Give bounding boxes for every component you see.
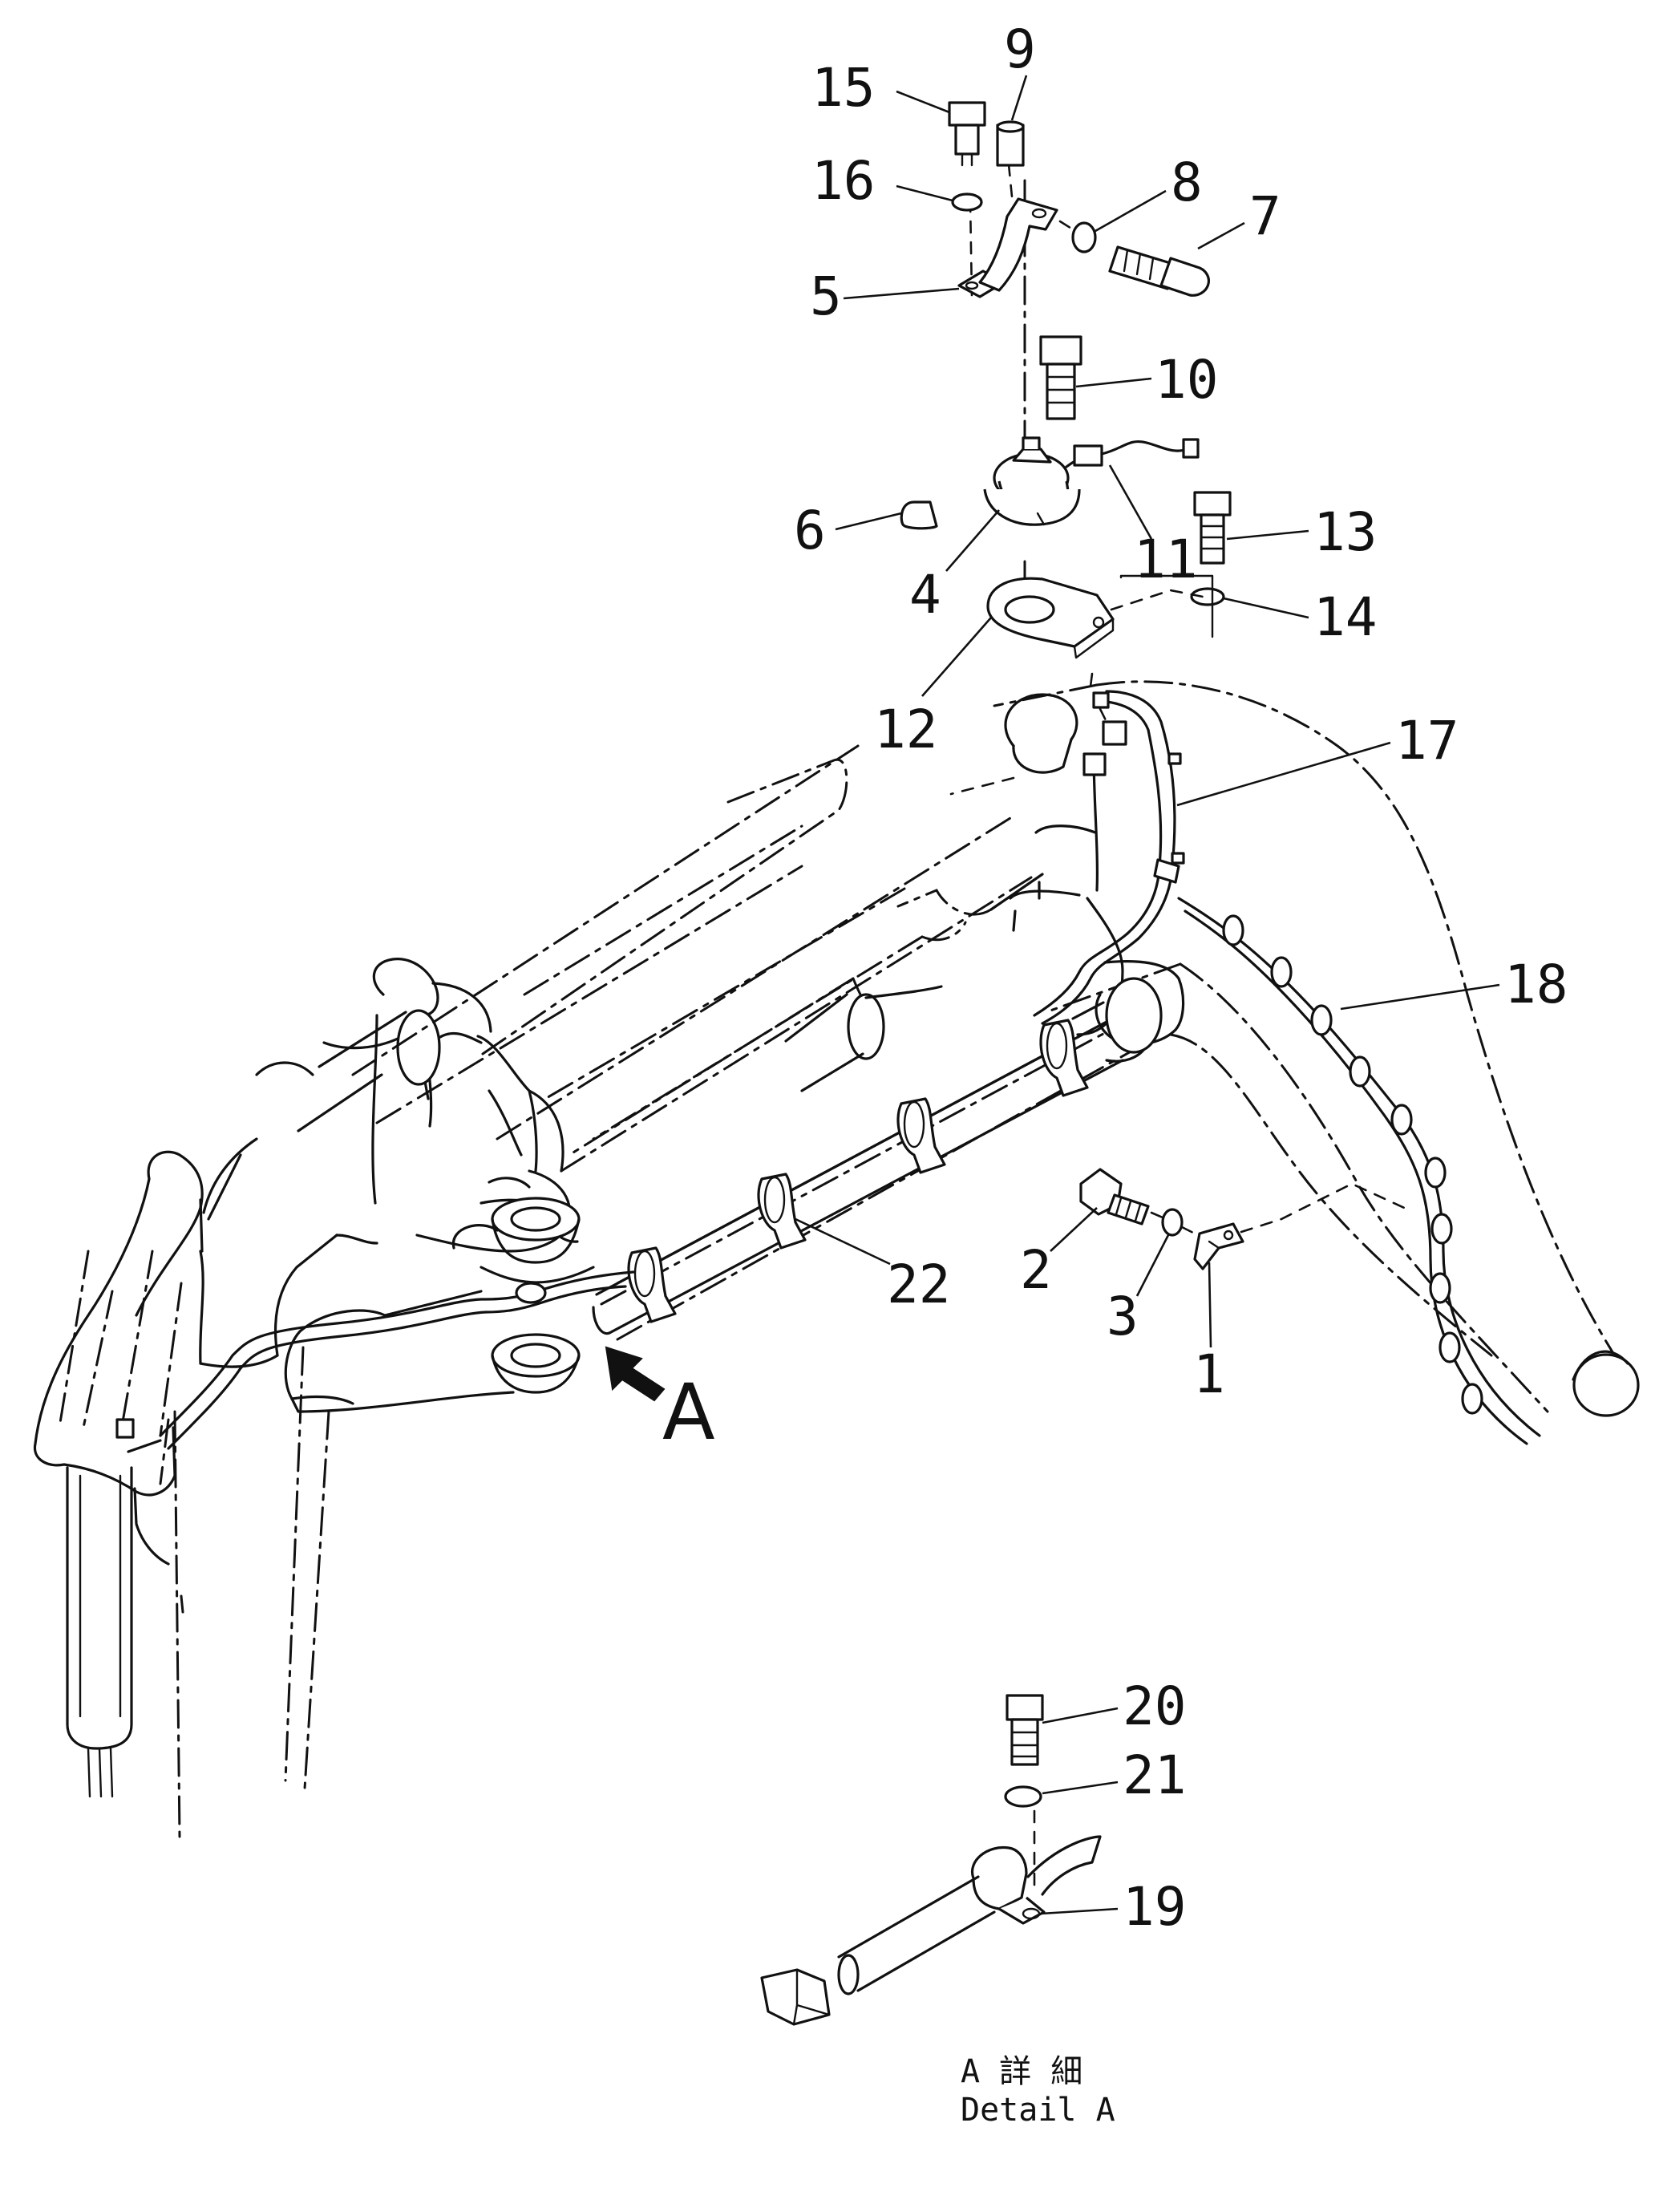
callout-20: 20: [1123, 1675, 1186, 1737]
harness-18: [1177, 897, 1541, 1445]
callout-10: 10: [1155, 349, 1218, 411]
callouts: 15 9 16 8 7 5 10 6 11 13 4 14 12 17 18 2…: [794, 18, 1568, 1938]
callout-4: 4: [909, 564, 941, 626]
washer-8: [1071, 221, 1097, 253]
clamp-22-b: [896, 1097, 946, 1174]
bolt-15: [948, 101, 986, 167]
callout-11: 11: [1134, 529, 1197, 590]
callout-21: 21: [1123, 1744, 1186, 1806]
callout-2: 2: [1020, 1239, 1052, 1301]
clamp-22-d: [627, 1246, 677, 1323]
bracket-assembly: [1079, 1168, 1413, 1270]
pin-9: [996, 120, 1025, 167]
callout-6: 6: [794, 500, 826, 561]
clamp-19: [970, 1845, 1046, 1925]
bolt-13: [1193, 491, 1232, 565]
callout-9: 9: [1004, 18, 1036, 80]
connector-detail: [760, 1968, 831, 2026]
working-lamp-4: [983, 436, 1081, 526]
clamp-22-a: [1039, 1019, 1089, 1097]
callout-19: 19: [1123, 1876, 1186, 1938]
callout-8: 8: [1171, 152, 1203, 213]
detail-a: [760, 1694, 1102, 2026]
bolt-10: [1039, 335, 1082, 420]
rubber-6: [900, 500, 938, 530]
harness-tube-detail: [837, 1875, 996, 1995]
harness-11: [1065, 438, 1200, 468]
boom-lower-body: [1071, 960, 1185, 1063]
callout-5: 5: [810, 265, 842, 327]
washer-16: [951, 192, 983, 212]
callout-1: 1: [1193, 1343, 1225, 1405]
callout-13: 13: [1313, 501, 1377, 563]
bolt-7: [1108, 245, 1211, 297]
washer-3: [1161, 1208, 1184, 1237]
callout-22: 22: [887, 1254, 950, 1315]
callout-15: 15: [811, 57, 875, 119]
detail-caption: A 詳 細 Detail A: [961, 2053, 1115, 2129]
callout-16: 16: [811, 150, 875, 212]
detail-caption-en: Detail A: [961, 2092, 1115, 2129]
view-arrow-label: A: [662, 1367, 715, 1457]
plate-12: [986, 577, 1115, 659]
washer-21: [1004, 1785, 1042, 1808]
harness-front: [115, 1270, 635, 1453]
arm-pipe: [592, 1020, 1124, 1335]
washer-14: [1190, 587, 1225, 606]
callout-3: 3: [1107, 1286, 1139, 1347]
bolt-20: [1006, 1694, 1044, 1766]
callout-17: 17: [1395, 710, 1459, 772]
callout-18: 18: [1504, 954, 1568, 1015]
boom-upper-body: [949, 693, 1124, 1036]
callout-7: 7: [1249, 185, 1281, 247]
hidden-lines: [351, 744, 1493, 1357]
clamp-22-c: [757, 1173, 807, 1250]
boom-outline: [993, 680, 1640, 1417]
bracket-1: [1193, 1222, 1244, 1270]
view-arrow-a: A: [605, 1346, 715, 1457]
clamp-22-set: [627, 1019, 1089, 1323]
bolt-2: [1079, 1168, 1150, 1226]
lamp-assembly: [900, 101, 1232, 659]
callout-12: 12: [874, 699, 937, 760]
stay-5: [957, 197, 1058, 298]
arm-linkage: [33, 958, 595, 1838]
boom-cylinder: [481, 758, 1044, 1157]
callout-14: 14: [1313, 586, 1377, 648]
harness-17: [1033, 672, 1185, 1025]
detail-caption-jp: A 詳 細: [961, 2053, 1082, 2090]
